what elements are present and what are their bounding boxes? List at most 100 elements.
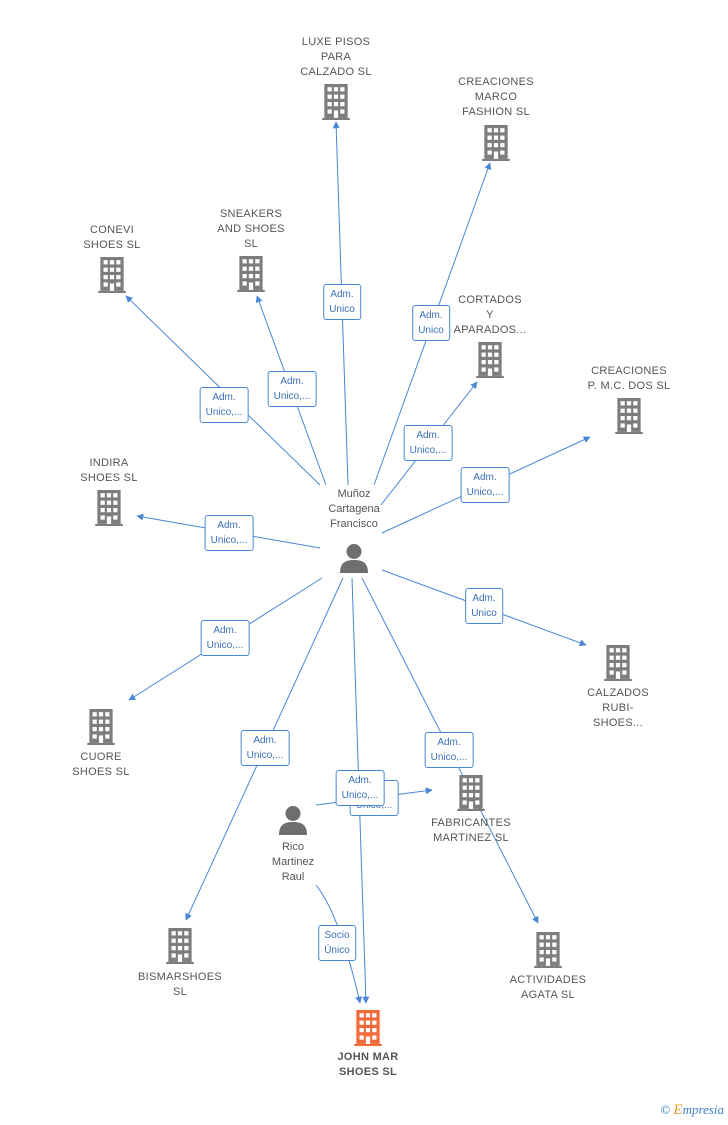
node-label-line: Cartagena <box>328 503 380 515</box>
node-label-line: SHOES SL <box>80 472 138 484</box>
edge-label-line: Unico,... <box>273 391 311 402</box>
edge-label-line: Unico <box>329 304 355 315</box>
empresia-logo[interactable]: © Empresia <box>660 1102 724 1119</box>
building-icon-cortados[interactable] <box>476 342 504 378</box>
node-label-line: CALZADO SL <box>300 66 372 78</box>
building-icon-agata[interactable] <box>534 932 562 968</box>
node-label-cortados[interactable]: CORTADOS Y APARADOS... <box>454 293 527 338</box>
building-icon-bismar[interactable] <box>166 928 194 964</box>
edge-label-line: Adm. <box>330 289 354 300</box>
node-label-line: Raul <box>281 871 305 883</box>
edge-label-e_indira[interactable]: Adm. Unico,... <box>204 515 254 551</box>
edge-label-e_conevi[interactable]: Adm. Unico,... <box>199 387 249 423</box>
person-icon-p1[interactable] <box>340 544 368 573</box>
edge-label-line: Unico <box>471 608 497 619</box>
node-label-line: Muñoz <box>337 488 371 500</box>
edge-label-e_rubi[interactable]: Adm. Unico <box>465 588 503 624</box>
edge-label-line: Unico,... <box>210 535 248 546</box>
node-label-line: RUBI- <box>602 702 634 714</box>
node-label-line: FABRICANTES <box>431 817 511 829</box>
edge-label-e_cortados[interactable]: Adm. Unico,... <box>403 425 453 461</box>
edge-label-line: Único <box>324 945 350 956</box>
edge-label-e_pmc[interactable]: Adm. Unico,... <box>460 467 510 503</box>
node-label-line: SHOES... <box>592 717 644 729</box>
building-icon-johnmar[interactable] <box>354 1010 382 1046</box>
edge-label-line: Adm. <box>416 430 440 441</box>
node-label-line: CALZADOS <box>587 687 649 699</box>
node-label-line: INDIRA <box>89 457 129 469</box>
edge-label-e_luxe[interactable]: Adm. Unico <box>323 284 361 320</box>
node-label-line: Rico <box>281 841 304 853</box>
node-label-indira[interactable]: INDIRA SHOES SL <box>80 456 137 486</box>
node-label-line: CUORE <box>80 751 122 763</box>
edge-label-e_sneakers[interactable]: Adm. Unico,... <box>267 371 317 407</box>
node-label-sneakers[interactable]: SNEAKERS AND SHOES SL <box>217 207 285 252</box>
node-label-line: Francisco <box>330 518 378 530</box>
node-label-line: SNEAKERS <box>219 208 283 220</box>
edge-label-line: Unico,... <box>466 487 504 498</box>
node-label-rubi[interactable]: CALZADOS RUBI- SHOES... <box>587 686 649 731</box>
building-icon-marco[interactable] <box>482 125 510 161</box>
building-icon-indira[interactable] <box>95 490 123 526</box>
node-label-fabricantes[interactable]: FABRICANTES MARTINEZ SL <box>431 816 511 846</box>
edge-label-e_fabricantes[interactable]: Adm.Unico,... <box>335 770 385 806</box>
logo-initial: E <box>673 1102 683 1118</box>
edge-label-line: Adm. <box>280 376 304 387</box>
edge-label-line: Adm. <box>419 310 443 321</box>
nodes-layer <box>87 84 643 1046</box>
edge-label-line: Adm. <box>212 392 236 403</box>
node-label-line: CORTADOS <box>458 294 522 306</box>
building-icon-pmc[interactable] <box>615 398 643 434</box>
edge-label-line: Unico,... <box>409 445 447 456</box>
building-icon-rubi[interactable] <box>604 645 632 681</box>
person-icon-p2[interactable] <box>279 806 307 835</box>
node-label-line: JOHN MAR <box>337 1051 399 1063</box>
edge-label-line: Adm. <box>217 520 241 531</box>
edge-label-line: Adm. <box>473 472 497 483</box>
node-label-line: Y <box>486 309 494 321</box>
edge-label-line: Socio <box>324 930 350 941</box>
node-label-line: FASHION SL <box>462 106 530 118</box>
node-label-line: AND SHOES <box>217 223 285 235</box>
node-label-line: SL <box>172 986 188 998</box>
edge-label-line: Adm. <box>472 593 496 604</box>
node-label-marco[interactable]: CREACIONES MARCO FASHION SL <box>458 75 534 120</box>
edge-label-line: Unico,... <box>205 407 243 418</box>
building-icon-luxe[interactable] <box>322 84 350 120</box>
node-label-line: LUXE PISOS <box>301 36 371 48</box>
node-label-line: ACTIVIDADES <box>509 974 587 986</box>
node-label-line: SHOES SL <box>83 239 141 251</box>
edge-label-line: Unico,... <box>246 750 284 761</box>
edge-label-line: Adm. <box>348 775 372 786</box>
edge-label-e_marco[interactable]: Adm. Unico <box>412 305 450 341</box>
edge-label-line: Unico <box>418 325 444 336</box>
copyright-symbol: © <box>660 1102 671 1117</box>
building-icon-sneakers[interactable] <box>237 256 265 292</box>
node-label-line: APARADOS... <box>453 324 527 336</box>
edge-label-line: Unico,... <box>430 752 468 763</box>
edge-label-e_cuore[interactable]: Adm.Unico,... <box>200 620 250 656</box>
building-icon-conevi[interactable] <box>98 257 126 293</box>
node-label-line: P. M.C. DOS SL <box>587 380 671 392</box>
node-label-line: SL <box>243 238 259 250</box>
edge-label-e_bismar[interactable]: Adm. Unico,... <box>240 730 290 766</box>
node-label-line: Martinez <box>271 856 315 868</box>
node-label-line: MARTINEZ SL <box>433 832 509 844</box>
building-icon-cuore[interactable] <box>87 709 115 745</box>
node-label-line: MARCO <box>474 91 518 103</box>
edge-label-e_agata[interactable]: Adm.Unico,... <box>424 732 474 768</box>
edge-label-line: Adm. <box>253 735 277 746</box>
building-icon-fabricantes[interactable] <box>457 775 485 811</box>
node-label-line: CREACIONES <box>458 76 534 88</box>
